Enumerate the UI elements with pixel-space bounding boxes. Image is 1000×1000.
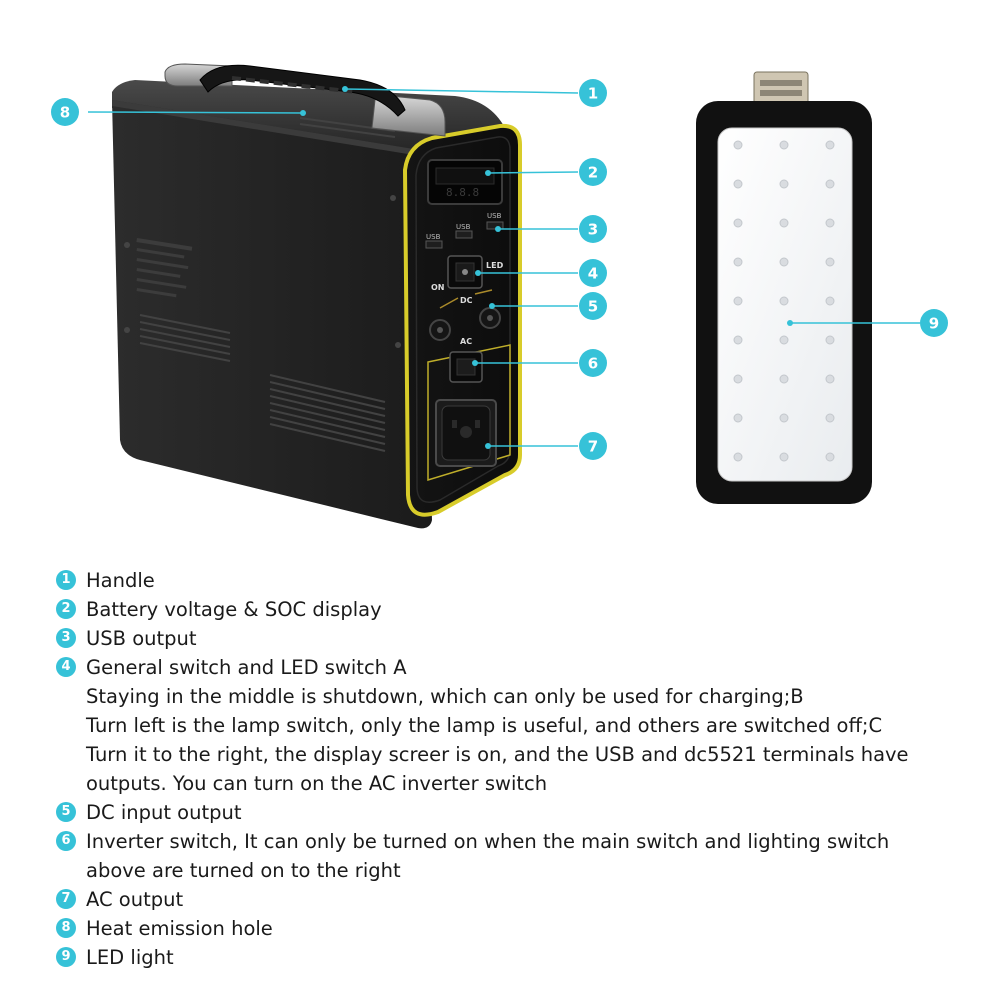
product-diagram: 8.8.8 USB USB USB ON LED DC bbox=[51, 63, 948, 529]
led-dot bbox=[733, 335, 743, 345]
legend-item-display: 2 Battery voltage & SOC display bbox=[56, 595, 986, 624]
legend-number: 7 bbox=[56, 889, 76, 909]
handle bbox=[164, 63, 446, 137]
usb-label-3: USB bbox=[487, 212, 502, 220]
legend-item-switch: 4 General switch and LED switch A Stayin… bbox=[56, 653, 986, 798]
led-dot bbox=[733, 452, 743, 462]
led-dot bbox=[825, 218, 835, 228]
led-lamp bbox=[696, 71, 872, 504]
legend-text: USB output bbox=[86, 627, 197, 650]
legend-text: Handle bbox=[86, 569, 155, 592]
legend-text: Heat emission hole bbox=[86, 917, 273, 940]
led-dot bbox=[825, 140, 835, 150]
legend-number: 9 bbox=[56, 947, 76, 967]
led-dot bbox=[733, 413, 743, 423]
switch-on-label: ON bbox=[431, 283, 445, 292]
legend-text: outputs. You can turn on the AC inverter… bbox=[86, 772, 548, 795]
legend-text: Battery voltage & SOC display bbox=[86, 598, 382, 621]
ac-section: AC bbox=[427, 337, 511, 482]
led-dot bbox=[825, 257, 835, 267]
dc-label: DC bbox=[460, 296, 473, 305]
led-dot bbox=[779, 452, 789, 462]
led-dot bbox=[825, 374, 835, 384]
led-dot bbox=[733, 374, 743, 384]
led-dot bbox=[733, 140, 743, 150]
svg-text:5: 5 bbox=[588, 298, 598, 316]
led-dot bbox=[779, 296, 789, 306]
legend-text: Staying in the middle is shutdown, which… bbox=[86, 685, 804, 708]
led-dot bbox=[733, 296, 743, 306]
legend-text: General switch and LED switch A bbox=[86, 656, 407, 679]
callout-badge-3: 3 bbox=[579, 215, 607, 243]
callout-badge-1: 1 bbox=[579, 79, 607, 107]
usb-label-1: USB bbox=[426, 233, 441, 241]
legend-item-usb: 3 USB output bbox=[56, 624, 986, 653]
battery-display: 8.8.8 bbox=[427, 159, 503, 205]
legend-text: Turn it to the right, the display screer… bbox=[86, 743, 909, 766]
legend-number: 2 bbox=[56, 599, 76, 619]
led-dot bbox=[779, 257, 789, 267]
legend-text: Inverter switch, It can only be turned o… bbox=[86, 830, 890, 853]
legend-number: 6 bbox=[56, 831, 76, 851]
legend-item-handle: 1 Handle bbox=[56, 566, 986, 595]
switch-led-label: LED bbox=[486, 261, 504, 270]
led-dot bbox=[825, 335, 835, 345]
callout-badge-8: 8 bbox=[51, 98, 79, 126]
usb-label-2: USB bbox=[456, 223, 471, 231]
led-dot bbox=[825, 296, 835, 306]
led-dot bbox=[733, 218, 743, 228]
svg-text:2: 2 bbox=[588, 164, 598, 182]
legend-item-dc: 5 DC input output bbox=[56, 798, 986, 827]
led-dot bbox=[825, 452, 835, 462]
legend-item-led: 9 LED light bbox=[56, 943, 986, 972]
led-dot bbox=[779, 218, 789, 228]
svg-text:8: 8 bbox=[60, 104, 70, 122]
legend-number: 1 bbox=[56, 570, 76, 590]
power-station: 8.8.8 USB USB USB ON LED DC bbox=[112, 63, 522, 529]
legend-text: Turn left is the lamp switch, only the l… bbox=[86, 714, 883, 737]
legend-number: 3 bbox=[56, 628, 76, 648]
callout-badge-6: 6 bbox=[579, 349, 607, 377]
callout-badge-2: 2 bbox=[579, 158, 607, 186]
led-dot bbox=[779, 374, 789, 384]
callout-badge-7: 7 bbox=[579, 432, 607, 460]
led-dot bbox=[825, 179, 835, 189]
svg-text:9: 9 bbox=[929, 315, 939, 333]
dc-ports: DC bbox=[429, 289, 501, 341]
led-dot bbox=[733, 179, 743, 189]
legend-text: LED light bbox=[86, 946, 174, 969]
led-dot bbox=[733, 257, 743, 267]
svg-text:7: 7 bbox=[588, 438, 598, 456]
legend-text: DC input output bbox=[86, 801, 242, 824]
heat-vents bbox=[139, 117, 396, 452]
led-dot bbox=[779, 179, 789, 189]
svg-text:6: 6 bbox=[588, 355, 598, 373]
led-dot bbox=[779, 335, 789, 345]
svg-text:3: 3 bbox=[588, 221, 598, 239]
legend-item-inverter: 6 Inverter switch, It can only be turned… bbox=[56, 827, 986, 885]
svg-text:1: 1 bbox=[588, 85, 598, 103]
led-dot bbox=[779, 413, 789, 423]
led-dot bbox=[779, 140, 789, 150]
legend-text: above are turned on to the right bbox=[86, 859, 401, 882]
callout-lines bbox=[87, 88, 920, 447]
callout-anchor-dots bbox=[300, 86, 793, 449]
svg-text:4: 4 bbox=[588, 265, 598, 283]
legend-number: 4 bbox=[56, 657, 76, 677]
legend-number: 5 bbox=[56, 802, 76, 822]
spec-label bbox=[136, 237, 193, 298]
ac-label: AC bbox=[460, 337, 472, 346]
callout-badge-5: 5 bbox=[579, 292, 607, 320]
led-grid bbox=[733, 140, 835, 462]
legend-list: 1 Handle 2 Battery voltage & SOC display… bbox=[56, 566, 986, 972]
legend-number: 8 bbox=[56, 918, 76, 938]
callout-badge-9: 9 bbox=[920, 309, 948, 337]
legend-item-heat: 8 Heat emission hole bbox=[56, 914, 986, 943]
main-switch: ON LED bbox=[431, 255, 504, 292]
callout-badge-4: 4 bbox=[579, 259, 607, 287]
legend-item-ac: 7 AC output bbox=[56, 885, 986, 914]
display-readout: 8.8.8 bbox=[446, 186, 479, 199]
led-dot bbox=[825, 413, 835, 423]
legend-text: AC output bbox=[86, 888, 184, 911]
